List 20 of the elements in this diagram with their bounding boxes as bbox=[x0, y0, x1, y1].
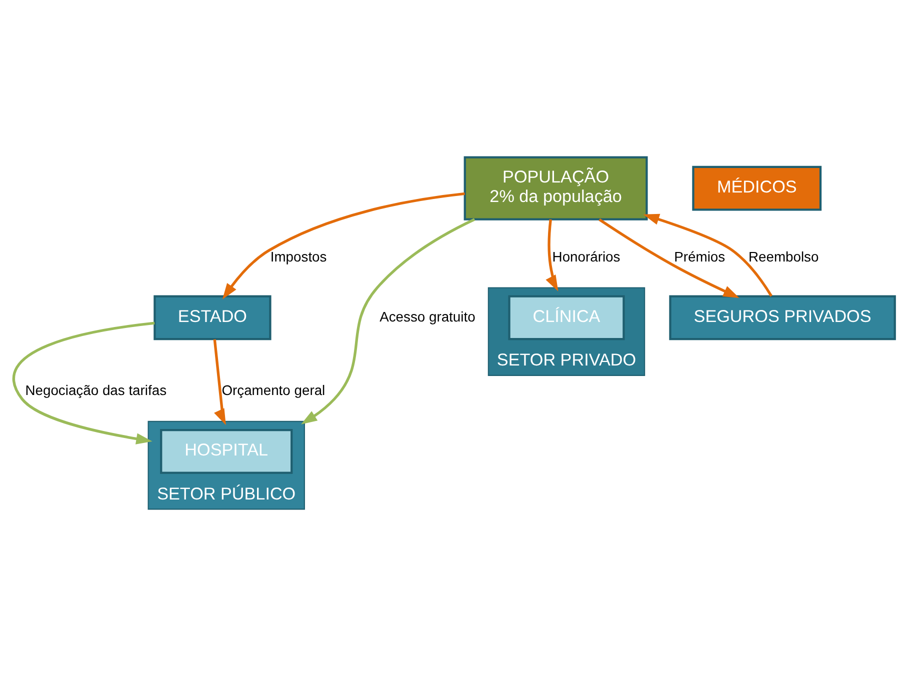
edge-label: Honorários bbox=[552, 248, 620, 264]
edge-label: Negociação das tarifas bbox=[25, 382, 167, 398]
edge-label: Reembolso bbox=[748, 248, 819, 264]
node-box: POPULAÇÃO 2% da população bbox=[464, 156, 648, 220]
arrow bbox=[643, 214, 773, 297]
edge-label: Acesso gratuito bbox=[380, 308, 476, 324]
arrow bbox=[12, 322, 155, 444]
node-box: CLÍNICA bbox=[508, 295, 625, 340]
arrow bbox=[598, 218, 740, 298]
node-box: MÉDICOS bbox=[692, 166, 822, 211]
arrow bbox=[301, 218, 476, 424]
arrow bbox=[546, 219, 558, 292]
node-box: ESTADO bbox=[154, 295, 272, 340]
node-box: HOSPITAL bbox=[160, 428, 293, 474]
node-box: SEGUROS PRIVADOS bbox=[669, 295, 896, 340]
edge-label: Impostos bbox=[270, 248, 327, 264]
edge-label: Orçamento geral bbox=[222, 382, 326, 398]
arrow bbox=[222, 192, 465, 300]
arrow bbox=[213, 339, 226, 426]
edge-label: Prémios bbox=[674, 248, 726, 264]
